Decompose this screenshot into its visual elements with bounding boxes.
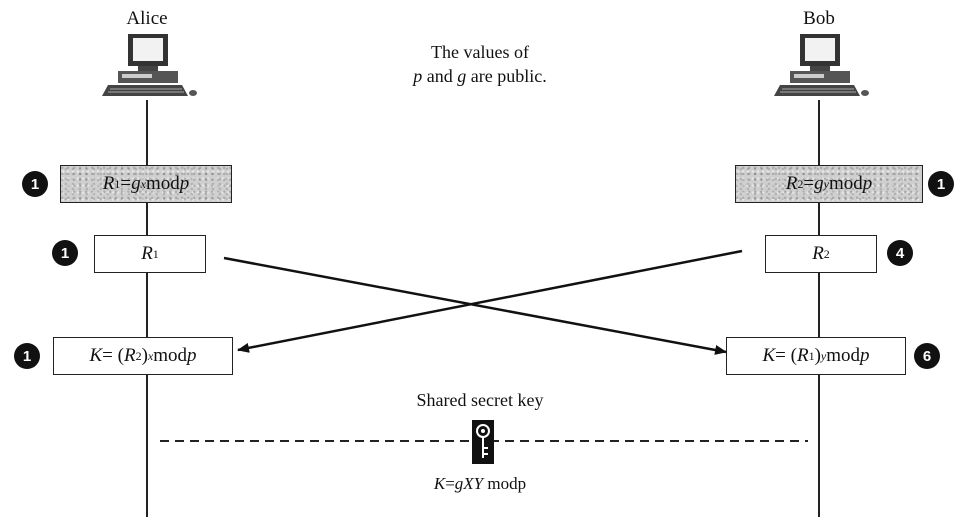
shared-key-label: Shared secret key <box>416 390 544 410</box>
shared-key-formula: K=gXY modp <box>433 474 527 493</box>
bob-label: Bob <box>803 8 835 29</box>
alice-timeline <box>146 100 148 517</box>
alice-send-badge: 1 <box>52 240 78 266</box>
public-note-line2: p and g are public. <box>413 66 547 86</box>
arrow-r2-to-alice <box>237 249 743 353</box>
bob-key-badge: 6 <box>914 343 940 369</box>
alice-label: Alice <box>126 8 168 29</box>
public-note-line1: The values of <box>431 42 529 62</box>
public-values-note: The values of p and g are public. <box>350 40 610 88</box>
bob-computer-icon <box>774 34 869 96</box>
alice-key-badge: 1 <box>14 343 40 369</box>
alice-step-badge-1: 1 <box>22 171 48 197</box>
key-icon <box>472 420 494 464</box>
alice-computer-icon <box>102 34 197 96</box>
bob-timeline <box>818 100 820 517</box>
bob-step-badge-1: 1 <box>928 171 954 197</box>
bob-send-badge: 4 <box>887 240 913 266</box>
arrow-r1-to-bob <box>223 256 727 355</box>
